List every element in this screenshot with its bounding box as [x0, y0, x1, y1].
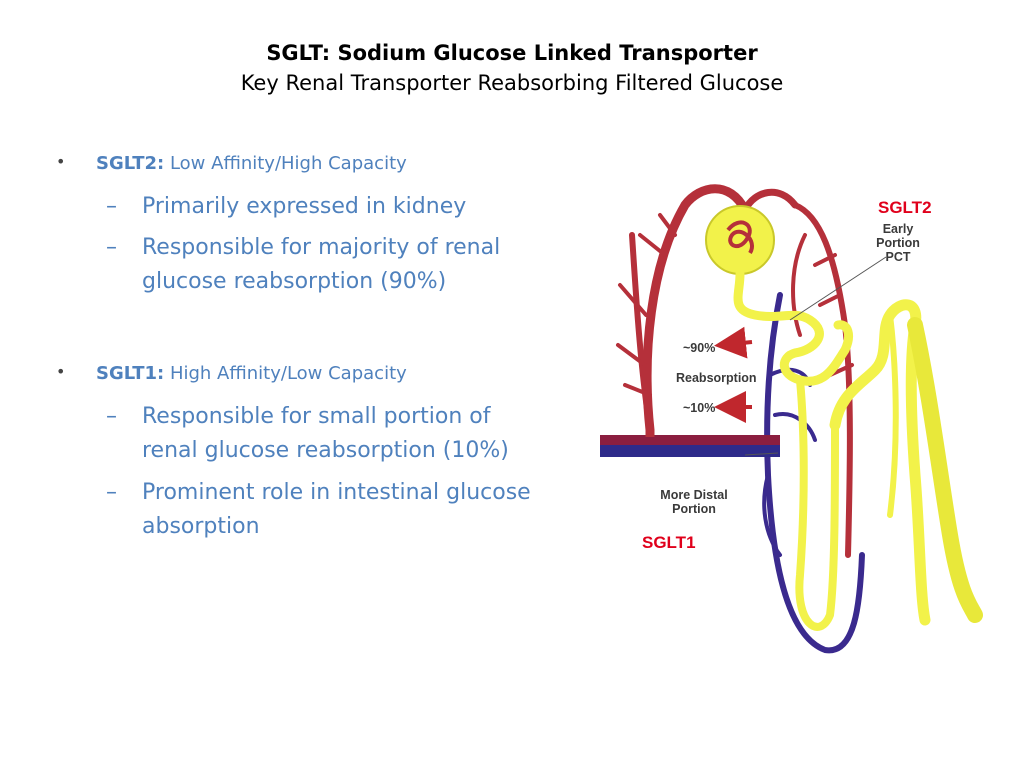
- sub-bullet-text: Responsible for majority of renal glucos…: [142, 235, 501, 294]
- title-line-2: Key Renal Transporter Reabsorbing Filter…: [240, 71, 784, 95]
- dash-marker: –: [106, 480, 117, 505]
- bullet-text: SGLT2: Low Affinity/High Capacity: [96, 152, 407, 176]
- early-portion-line-2: Portion: [876, 236, 920, 250]
- pct10-label: ~10%: [683, 401, 716, 415]
- bullet-text: SGLT1: High Affinity/Low Capacity: [96, 362, 407, 386]
- collecting-duct: [907, 317, 983, 623]
- early-portion-line-1: Early: [882, 222, 914, 236]
- glomerulus: [705, 205, 775, 275]
- nephron-diagram: SGLT2 Early Portion PCT ~90% Reabsorptio…: [590, 175, 1010, 670]
- nephron-illustration: [600, 184, 983, 654]
- more-distal-label: More Distal Portion: [644, 488, 744, 516]
- bullet-desc: Low Affinity/High Capacity: [164, 153, 407, 174]
- reabsorption-arrows: [714, 326, 753, 423]
- bullet-name: SGLT2:: [96, 153, 165, 174]
- bullet-marker: •: [56, 362, 66, 381]
- dash-marker: –: [106, 235, 117, 260]
- artery-bar: [600, 435, 780, 445]
- bullet-desc: High Affinity/Low Capacity: [164, 363, 407, 384]
- early-portion-line-3: PCT: [885, 250, 911, 264]
- sub-bullet-text: Prominent role in intestinal glucose abs…: [142, 480, 531, 539]
- distal-line-1: More Distal: [660, 488, 728, 502]
- title-line-1: SGLT: Sodium Glucose Linked Transporter: [266, 41, 758, 65]
- sub-bullet-text: Responsible for small portion of renal g…: [142, 404, 509, 463]
- dash-marker: –: [106, 404, 117, 429]
- sglt2-label: SGLT2: [878, 198, 932, 217]
- reabsorption-label: Reabsorption: [676, 371, 757, 385]
- pct90-label: ~90%: [683, 341, 716, 355]
- bullet-marker: •: [56, 152, 66, 171]
- early-portion-label: Early Portion PCT: [858, 222, 938, 264]
- sglt1-label: SGLT1: [642, 533, 696, 552]
- distal-line-2: Portion: [672, 502, 716, 516]
- pointer-lines: [744, 256, 887, 456]
- dash-marker: –: [106, 194, 117, 219]
- slide-title: SGLT: Sodium Glucose Linked Transporter …: [0, 38, 1024, 98]
- bullet-name: SGLT1:: [96, 363, 165, 384]
- vein-bar: [600, 445, 780, 457]
- sub-bullet-text: Primarily expressed in kidney: [142, 194, 467, 219]
